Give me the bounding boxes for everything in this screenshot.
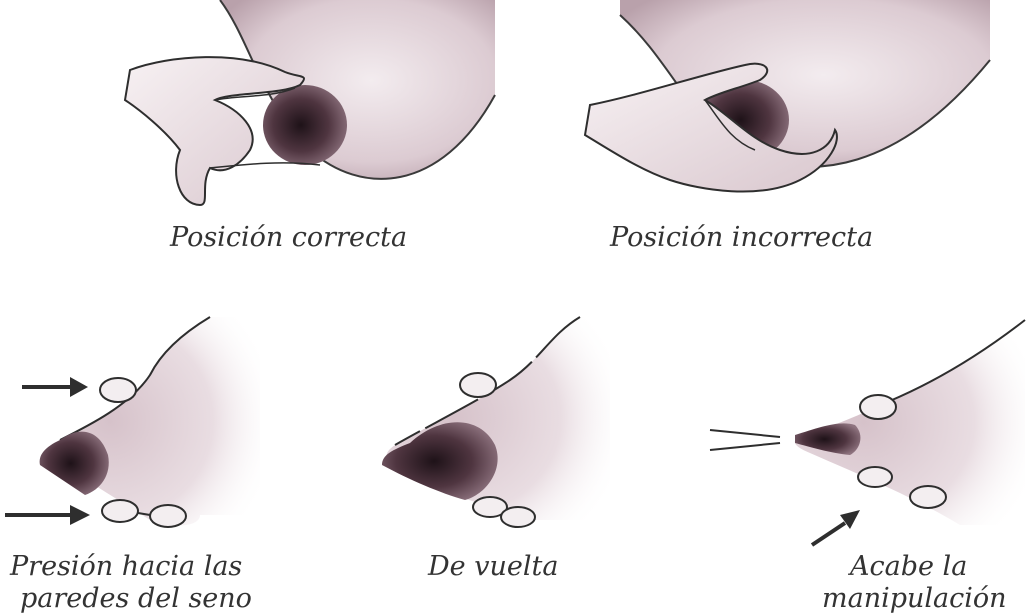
press-caption-line1: Presión hacia las bbox=[10, 551, 242, 583]
finish-caption-line2: manipulación bbox=[822, 583, 1007, 615]
correct-position-illustration bbox=[110, 0, 500, 215]
finish-caption-line1: Acabe la bbox=[850, 551, 967, 583]
arrow-up-right-icon bbox=[812, 510, 860, 545]
arrow-right-icon bbox=[5, 505, 90, 525]
finger-top bbox=[460, 373, 496, 397]
incorrect-position-panel: Posición incorrecta bbox=[580, 0, 1000, 290]
finger-bottom bbox=[858, 467, 892, 487]
roll-illustration bbox=[370, 315, 650, 545]
press-panel: Presión hacia las paredes del seno bbox=[0, 315, 300, 615]
finger-bottom-2 bbox=[150, 505, 186, 527]
finish-panel: Acabe la manipulación bbox=[700, 315, 1028, 615]
press-caption-line2: paredes del seno bbox=[20, 583, 252, 615]
milk-spray-lines bbox=[710, 430, 780, 450]
finish-illustration bbox=[700, 315, 1028, 545]
areola-shape bbox=[263, 85, 347, 165]
press-illustration bbox=[0, 315, 300, 545]
finger-top bbox=[860, 395, 896, 419]
areola-shape bbox=[40, 432, 109, 495]
correct-position-caption: Posición correcta bbox=[170, 222, 407, 254]
areola-shape bbox=[382, 422, 498, 500]
incorrect-position-illustration bbox=[580, 0, 1000, 215]
incorrect-position-caption: Posición incorrecta bbox=[610, 222, 873, 254]
correct-position-panel: Posición correcta bbox=[110, 0, 500, 290]
finger-bottom bbox=[102, 500, 138, 522]
arrow-right-icon bbox=[22, 377, 88, 397]
finger-bottom-2 bbox=[501, 507, 535, 527]
finger-top bbox=[100, 378, 136, 402]
roll-caption: De vuelta bbox=[428, 551, 558, 583]
roll-panel: De vuelta bbox=[370, 315, 650, 615]
finger-bottom-2 bbox=[910, 486, 946, 508]
